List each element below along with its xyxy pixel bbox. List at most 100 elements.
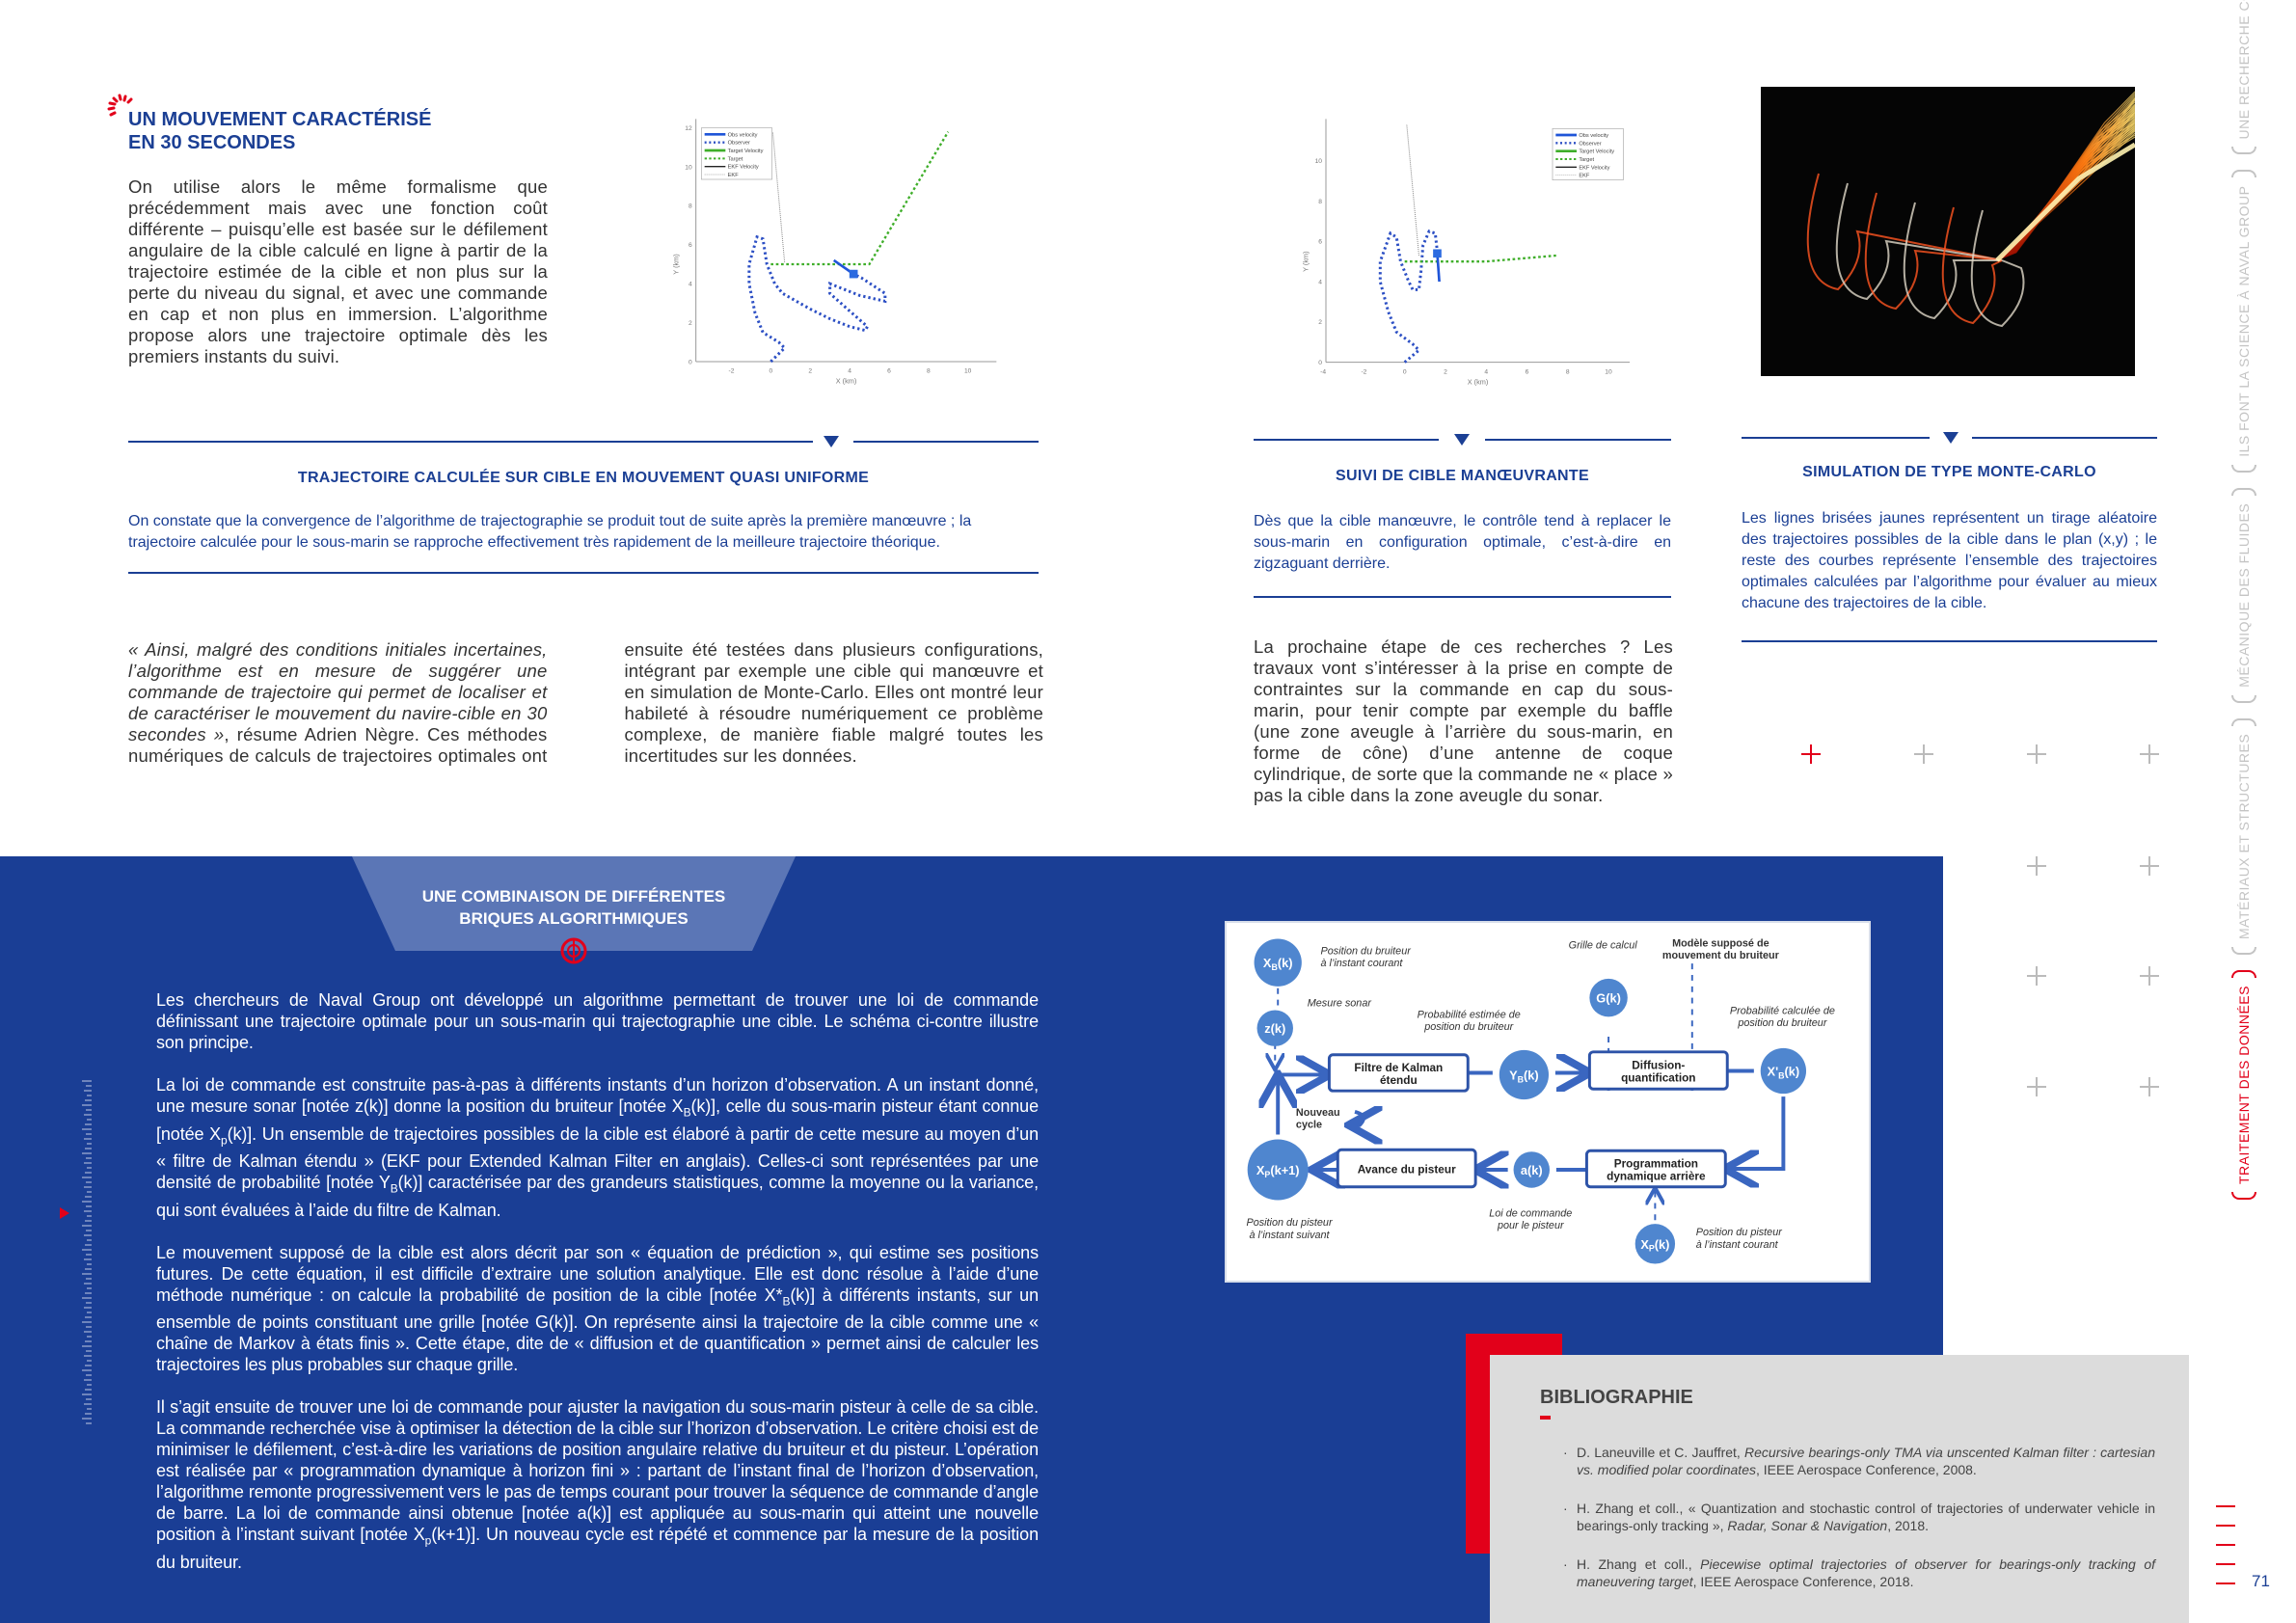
plus-decoration xyxy=(2027,1077,2046,1096)
diagram-label: position du bruiteur xyxy=(1423,1021,1513,1033)
observer-marker xyxy=(849,269,858,279)
intro-text: On utilise alors le même formalisme que … xyxy=(128,176,548,366)
x-tick-label: 10 xyxy=(1605,368,1612,375)
text-segment: , IEEE Aerospace Conference, 2018. xyxy=(1692,1574,1914,1589)
svg-text:XP(k+1): XP(k+1) xyxy=(1256,1163,1300,1179)
legend-label: Target Velocity xyxy=(1579,149,1614,155)
x-tick-label: 8 xyxy=(1566,368,1570,375)
bracket-icon xyxy=(2231,1192,2256,1200)
diagram-connector xyxy=(1728,1096,1786,1169)
caption-text: Dès que la cible manœuvre, le contrôle t… xyxy=(1254,513,1671,572)
x-tick-label: -4 xyxy=(1320,368,1326,375)
text-segment: Radar, Sonar & Navigation xyxy=(1727,1518,1888,1533)
text-segment: p xyxy=(424,1533,432,1548)
text-segment: (k)], celle du sous-marin pisteur étant … xyxy=(156,1096,1039,1144)
y-tick-label: 4 xyxy=(689,282,692,288)
y-tick-label: 2 xyxy=(1318,319,1322,326)
monte-carlo-simulation-image xyxy=(1761,87,2135,376)
observer-marker xyxy=(1433,249,1442,258)
diagram-label: Loi de commande xyxy=(1489,1207,1572,1219)
page-dash-decoration xyxy=(2216,1505,2235,1584)
text-segment: Le mouvement supposé de la cible est alo… xyxy=(156,1242,1039,1305)
y-tick-label: 4 xyxy=(1318,279,1322,285)
plus-decoration xyxy=(1914,744,1933,764)
nav-item[interactable]: TRAITEMENT DES DONNÉES xyxy=(2231,962,2256,1207)
diagram-box-diffusion: Diffusion-quantification xyxy=(1587,1050,1729,1091)
diagram-label: Position du pisteur xyxy=(1246,1217,1332,1229)
text-segment: p xyxy=(221,1133,228,1148)
text-segment: Il s’agit ensuite de trouver une loi de … xyxy=(156,1397,1039,1545)
bibliography-list: D. Laneuville et C. Jauffret, Recursive … xyxy=(1563,1444,2155,1611)
y-tick-label: 10 xyxy=(685,164,692,171)
text-segment: (k)] à différents instants, sur un ensem… xyxy=(156,1285,1039,1375)
title-underline xyxy=(1540,1416,1551,1420)
text-segment: (k+1)]. Un nouveau cycle est répété et c… xyxy=(156,1525,1039,1572)
target-icon xyxy=(559,936,588,965)
legend-label: EKF xyxy=(728,173,740,178)
legend-label: Obs velocity xyxy=(728,132,758,138)
svg-text:a(k): a(k) xyxy=(1521,1163,1543,1177)
diagram-label: Position du bruiteur xyxy=(1321,945,1412,957)
cycle-arrow-icon xyxy=(1352,1112,1364,1125)
nav-item[interactable]: MÉCANIQUE DES FLUIDES xyxy=(2231,480,2256,711)
text-segment: B xyxy=(390,1181,398,1196)
legend-label: Observer xyxy=(1579,141,1601,147)
legend-label: Observer xyxy=(728,141,750,147)
trajectory-line xyxy=(1970,209,2025,328)
svg-text:étendu: étendu xyxy=(1380,1073,1418,1087)
legend-label: EKF xyxy=(1579,174,1590,179)
nav-item[interactable]: ILS FONT LA SCIENCE À NAVAL GROUP xyxy=(2231,163,2256,480)
diagram-node-xb: XB(k) xyxy=(1254,938,1302,987)
nav-item[interactable]: UNE RECHERCHE COLLABORATIVE xyxy=(2231,0,2256,163)
diagram-node-z: z(k) xyxy=(1256,1010,1293,1046)
text-segment: (k)] caractérisée par des grandeurs stat… xyxy=(156,1173,1039,1220)
legend-label: Target Velocity xyxy=(728,149,764,154)
text-segment: , 2018. xyxy=(1887,1518,1930,1533)
x-tick-label: 6 xyxy=(1526,368,1529,375)
y-tick-label: 6 xyxy=(1318,239,1322,246)
nav-item[interactable]: MATÉRIAUX ET STRUCTURES xyxy=(2231,711,2256,962)
x-tick-label: -2 xyxy=(1361,368,1366,375)
diagram-label: Probabilité estimée de xyxy=(1418,1009,1521,1020)
divider xyxy=(128,441,813,443)
tab-title-line: BRIQUES ALGORITHMIQUES xyxy=(459,909,689,928)
y-tick-label: 8 xyxy=(1318,199,1322,205)
section-tab-title: UNE COMBINAISON DE DIFFÉRENTES BRIQUES A… xyxy=(352,885,796,930)
x-tick-label: 2 xyxy=(808,368,812,375)
divider xyxy=(1742,437,1930,439)
caption-title: SIMULATION DE TYPE MONTE-CARLO xyxy=(1802,464,2096,480)
svg-text:Programmation: Programmation xyxy=(1614,1157,1698,1171)
y-tick-label: 8 xyxy=(689,203,692,210)
svg-text:G(k): G(k) xyxy=(1596,991,1621,1006)
text-segment: Piecewise optimal trajectories of observ… xyxy=(1577,1556,2155,1589)
bracket-icon xyxy=(2231,694,2256,703)
marker-triangle-icon xyxy=(60,1207,69,1219)
plus-decoration xyxy=(2140,1077,2159,1096)
svg-text:X'B(k): X'B(k) xyxy=(1768,1064,1800,1080)
x-tick-label: 2 xyxy=(1444,368,1447,375)
next-step-text: La prochaine étape de ces recherches ? L… xyxy=(1254,636,1673,805)
plus-decoration xyxy=(2140,966,2159,986)
bracket-icon xyxy=(2231,947,2256,955)
bracket-icon xyxy=(2231,970,2256,978)
divider xyxy=(853,441,1039,443)
caption-title: TRAJECTOIRE CALCULÉE SUR CIBLE EN MOUVEM… xyxy=(297,470,870,486)
intro-title: UN MOUVEMENT CARACTÉRISÉ EN 30 SECONDES xyxy=(128,108,431,154)
trajectory-line xyxy=(1903,202,2002,320)
legend-label: EKF Velocity xyxy=(728,165,759,171)
bibliography-item: D. Laneuville et C. Jauffret, Recursive … xyxy=(1563,1444,2155,1478)
diagram-label: à l’instant courant xyxy=(1696,1239,1779,1251)
x-axis-label: X (km) xyxy=(836,377,857,386)
diagram-label: Position du pisteur xyxy=(1696,1227,1782,1238)
bracket-icon xyxy=(2231,717,2256,726)
text-segment: B xyxy=(683,1105,691,1120)
svg-text:z(k): z(k) xyxy=(1264,1021,1285,1036)
page-number: 71 xyxy=(2252,1572,2270,1590)
caption-pointer-icon xyxy=(1454,434,1470,446)
divider xyxy=(1254,596,1671,598)
y-axis-label: Y (km) xyxy=(671,254,680,274)
plus-decoration xyxy=(2027,966,2046,986)
